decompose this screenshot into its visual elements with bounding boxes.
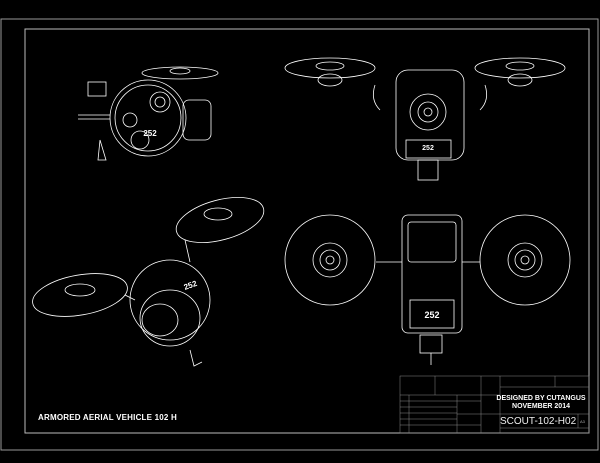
top-view: 252: [284, 214, 571, 365]
body-marking-side: 252: [143, 129, 157, 138]
body-marking-front: 252: [422, 145, 434, 152]
front-view: 252: [284, 57, 566, 181]
drawing-title: ARMORED AERIAL VEHICLE 102 H: [38, 413, 177, 422]
title-block: [399, 375, 590, 434]
drawing-number: SCOUT-102-H02: [500, 416, 577, 427]
design-date: NOVEMBER 2014: [512, 403, 570, 410]
inner-frame: [24, 28, 590, 434]
sheet-size: A3: [580, 419, 585, 424]
designer-name: DESIGNED BY CUTANGUS: [496, 395, 586, 402]
body-marking-top: 252: [424, 310, 439, 320]
designer-credit: DESIGNED BY CUTANGUS NOVEMBER 2014: [496, 395, 586, 411]
body-marking-iso: 252: [183, 279, 199, 292]
outer-frame: [0, 18, 599, 451]
side-view: 252: [78, 66, 219, 161]
isometric-view: 252: [32, 197, 265, 367]
